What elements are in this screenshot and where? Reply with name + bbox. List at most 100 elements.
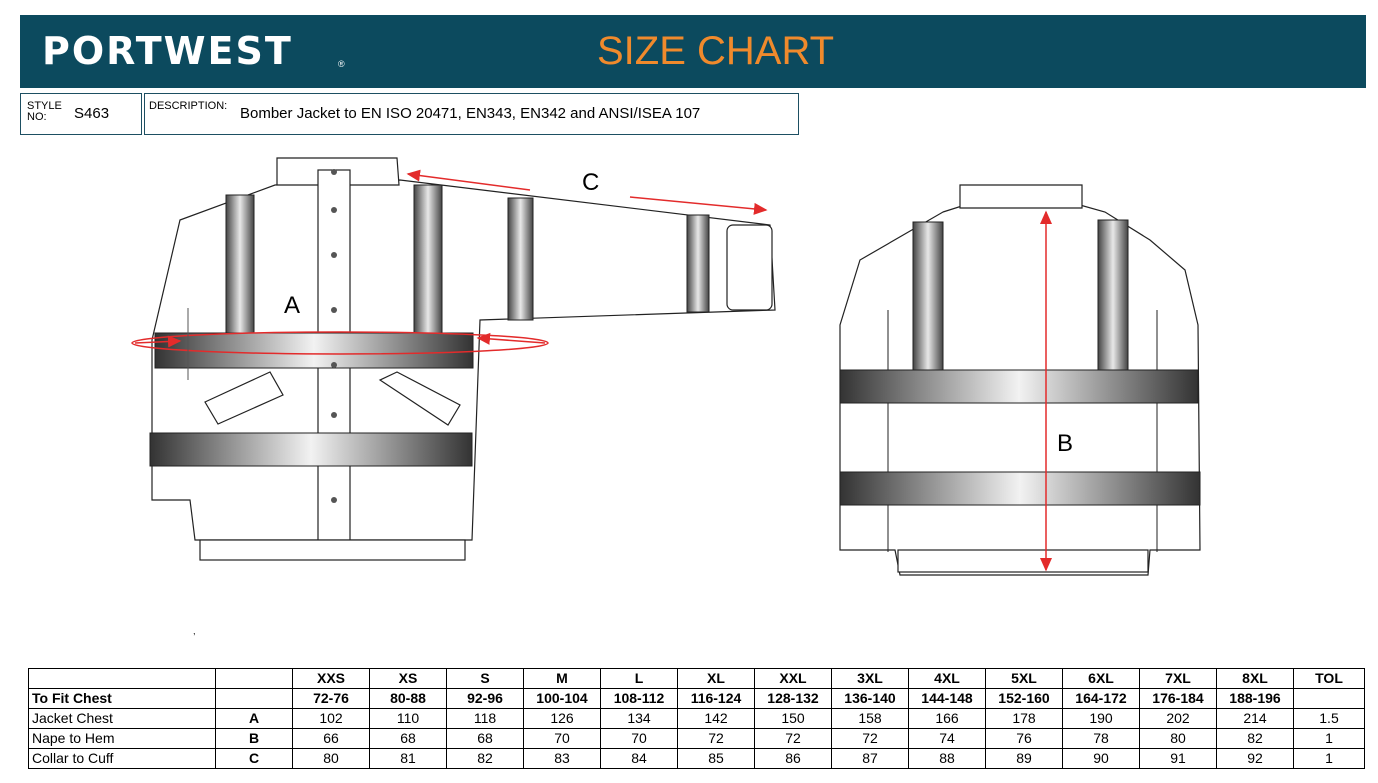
table-cell: 74 bbox=[908, 728, 986, 749]
page-title: SIZE CHART bbox=[597, 29, 835, 73]
table-cell: 72 bbox=[754, 728, 832, 749]
table-cell: 81 bbox=[369, 748, 447, 769]
table-cell: 214 bbox=[1216, 708, 1294, 729]
size-table: XXS XS S M L XL XXL 3XL 4XL 5XL 6XL 7XL … bbox=[28, 668, 1365, 769]
table-cell: 70 bbox=[600, 728, 678, 749]
row-code: B bbox=[215, 728, 293, 749]
tol-header: TOL bbox=[1293, 668, 1365, 689]
back-hem bbox=[897, 549, 1149, 573]
table-cell: 134 bbox=[600, 708, 678, 729]
style-label-line1: STYLE bbox=[27, 100, 62, 112]
table-cell: 66 bbox=[292, 728, 370, 749]
table-cell: 80 bbox=[292, 748, 370, 769]
back-tape-upper-band bbox=[839, 369, 1199, 404]
row-code: A bbox=[215, 708, 293, 729]
table-cell: 202 bbox=[1139, 708, 1217, 729]
table-cell: 158 bbox=[831, 708, 909, 729]
label-c: C bbox=[582, 169, 599, 196]
right-pocket-flap bbox=[378, 371, 461, 426]
size-header: 8XL bbox=[1216, 668, 1294, 689]
front-tape-left-vertical bbox=[225, 194, 255, 334]
table-cell: 108-112 bbox=[600, 688, 678, 709]
label-a: A bbox=[284, 292, 300, 319]
table-cell: 82 bbox=[446, 748, 524, 769]
table-cell: 92 bbox=[1216, 748, 1294, 769]
front-hem bbox=[199, 539, 466, 561]
row-label: Collar to Cuff bbox=[28, 748, 216, 769]
table-cell: 92-96 bbox=[446, 688, 524, 709]
table-cell: 144-148 bbox=[908, 688, 986, 709]
chest-measure-arrow bbox=[131, 308, 549, 380]
size-header-row: XXS XS S M L XL XXL 3XL 4XL 5XL 6XL 7XL … bbox=[28, 668, 1365, 689]
size-header: 6XL bbox=[1062, 668, 1140, 689]
table-cell: 68 bbox=[446, 728, 524, 749]
size-header: XXL bbox=[754, 668, 832, 689]
table-cell: 118 bbox=[446, 708, 524, 729]
tol-cell: 1 bbox=[1293, 728, 1365, 749]
size-header: 3XL bbox=[831, 668, 909, 689]
table-cell: 136-140 bbox=[831, 688, 909, 709]
size-header: S bbox=[446, 668, 524, 689]
front-cuff bbox=[726, 224, 773, 311]
table-cell: 142 bbox=[677, 708, 755, 729]
table-cell: 190 bbox=[1062, 708, 1140, 729]
row-label: Jacket Chest bbox=[28, 708, 216, 729]
back-tape-left-vertical bbox=[912, 221, 944, 371]
tol-cell: 1.5 bbox=[1293, 708, 1365, 729]
table-row: Nape to Hem B 66 68 68 70 70 72 72 72 74… bbox=[28, 728, 1365, 749]
front-tape-chest-band bbox=[154, 332, 474, 369]
registered-mark: ® bbox=[338, 59, 345, 69]
style-number-box: STYLE NO: S463 bbox=[20, 93, 142, 135]
sleeve-measure-arrow bbox=[406, 169, 768, 215]
size-header: M bbox=[523, 668, 601, 689]
portwest-logo: PORTWEST bbox=[42, 29, 293, 73]
table-cell: 176-184 bbox=[1139, 688, 1217, 709]
size-header: XXS bbox=[292, 668, 370, 689]
description-box: DESCRIPTION: Bomber Jacket to EN ISO 204… bbox=[144, 93, 799, 135]
left-pocket-flap bbox=[204, 371, 284, 425]
table-cell: 87 bbox=[831, 748, 909, 769]
tol-cell: 1 bbox=[1293, 748, 1365, 769]
table-cell: 110 bbox=[369, 708, 447, 729]
label-b: B bbox=[1057, 430, 1073, 457]
table-cell: 88 bbox=[908, 748, 986, 769]
row-label: To Fit Chest bbox=[28, 688, 216, 709]
size-header: 4XL bbox=[908, 668, 986, 689]
size-header: XL bbox=[677, 668, 755, 689]
table-cell: 85 bbox=[677, 748, 755, 769]
back-tape-lower-band bbox=[839, 471, 1201, 506]
table-cell: 91 bbox=[1139, 748, 1217, 769]
size-header: 7XL bbox=[1139, 668, 1217, 689]
table-cell: 84 bbox=[600, 748, 678, 769]
row-code: C bbox=[215, 748, 293, 769]
table-cell: 72-76 bbox=[292, 688, 370, 709]
table-cell: 68 bbox=[369, 728, 447, 749]
table-cell: 80-88 bbox=[369, 688, 447, 709]
front-tapes bbox=[149, 184, 710, 467]
table-cell: 100-104 bbox=[523, 688, 601, 709]
front-tape-waist-band bbox=[149, 432, 473, 467]
table-cell: 78 bbox=[1062, 728, 1140, 749]
description-label: DESCRIPTION: bbox=[149, 100, 228, 112]
size-header: L bbox=[600, 668, 678, 689]
table-row: Jacket Chest A 102 110 118 126 134 142 1… bbox=[28, 708, 1365, 729]
header-banner: PORTWEST ® SIZE CHART bbox=[20, 15, 1366, 88]
table-cell: 89 bbox=[985, 748, 1063, 769]
table-cell: 166 bbox=[908, 708, 986, 729]
table-cell: 82 bbox=[1216, 728, 1294, 749]
back-collar bbox=[959, 184, 1083, 209]
table-cell: 116-124 bbox=[677, 688, 755, 709]
table-cell: 83 bbox=[523, 748, 601, 769]
table-cell: 90 bbox=[1062, 748, 1140, 769]
table-cell: 86 bbox=[754, 748, 832, 769]
table-cell: 128-132 bbox=[754, 688, 832, 709]
table-cell: 152-160 bbox=[985, 688, 1063, 709]
style-number: S463 bbox=[74, 105, 110, 122]
stray-mark: , bbox=[193, 626, 196, 636]
front-tape-sleeve-lower bbox=[686, 214, 710, 313]
table-cell: 102 bbox=[292, 708, 370, 729]
row-label: Nape to Hem bbox=[28, 728, 216, 749]
size-header: XS bbox=[369, 668, 447, 689]
table-row: Collar to Cuff C 80 81 82 83 84 85 86 87… bbox=[28, 748, 1365, 769]
table-cell: 164-172 bbox=[1062, 688, 1140, 709]
